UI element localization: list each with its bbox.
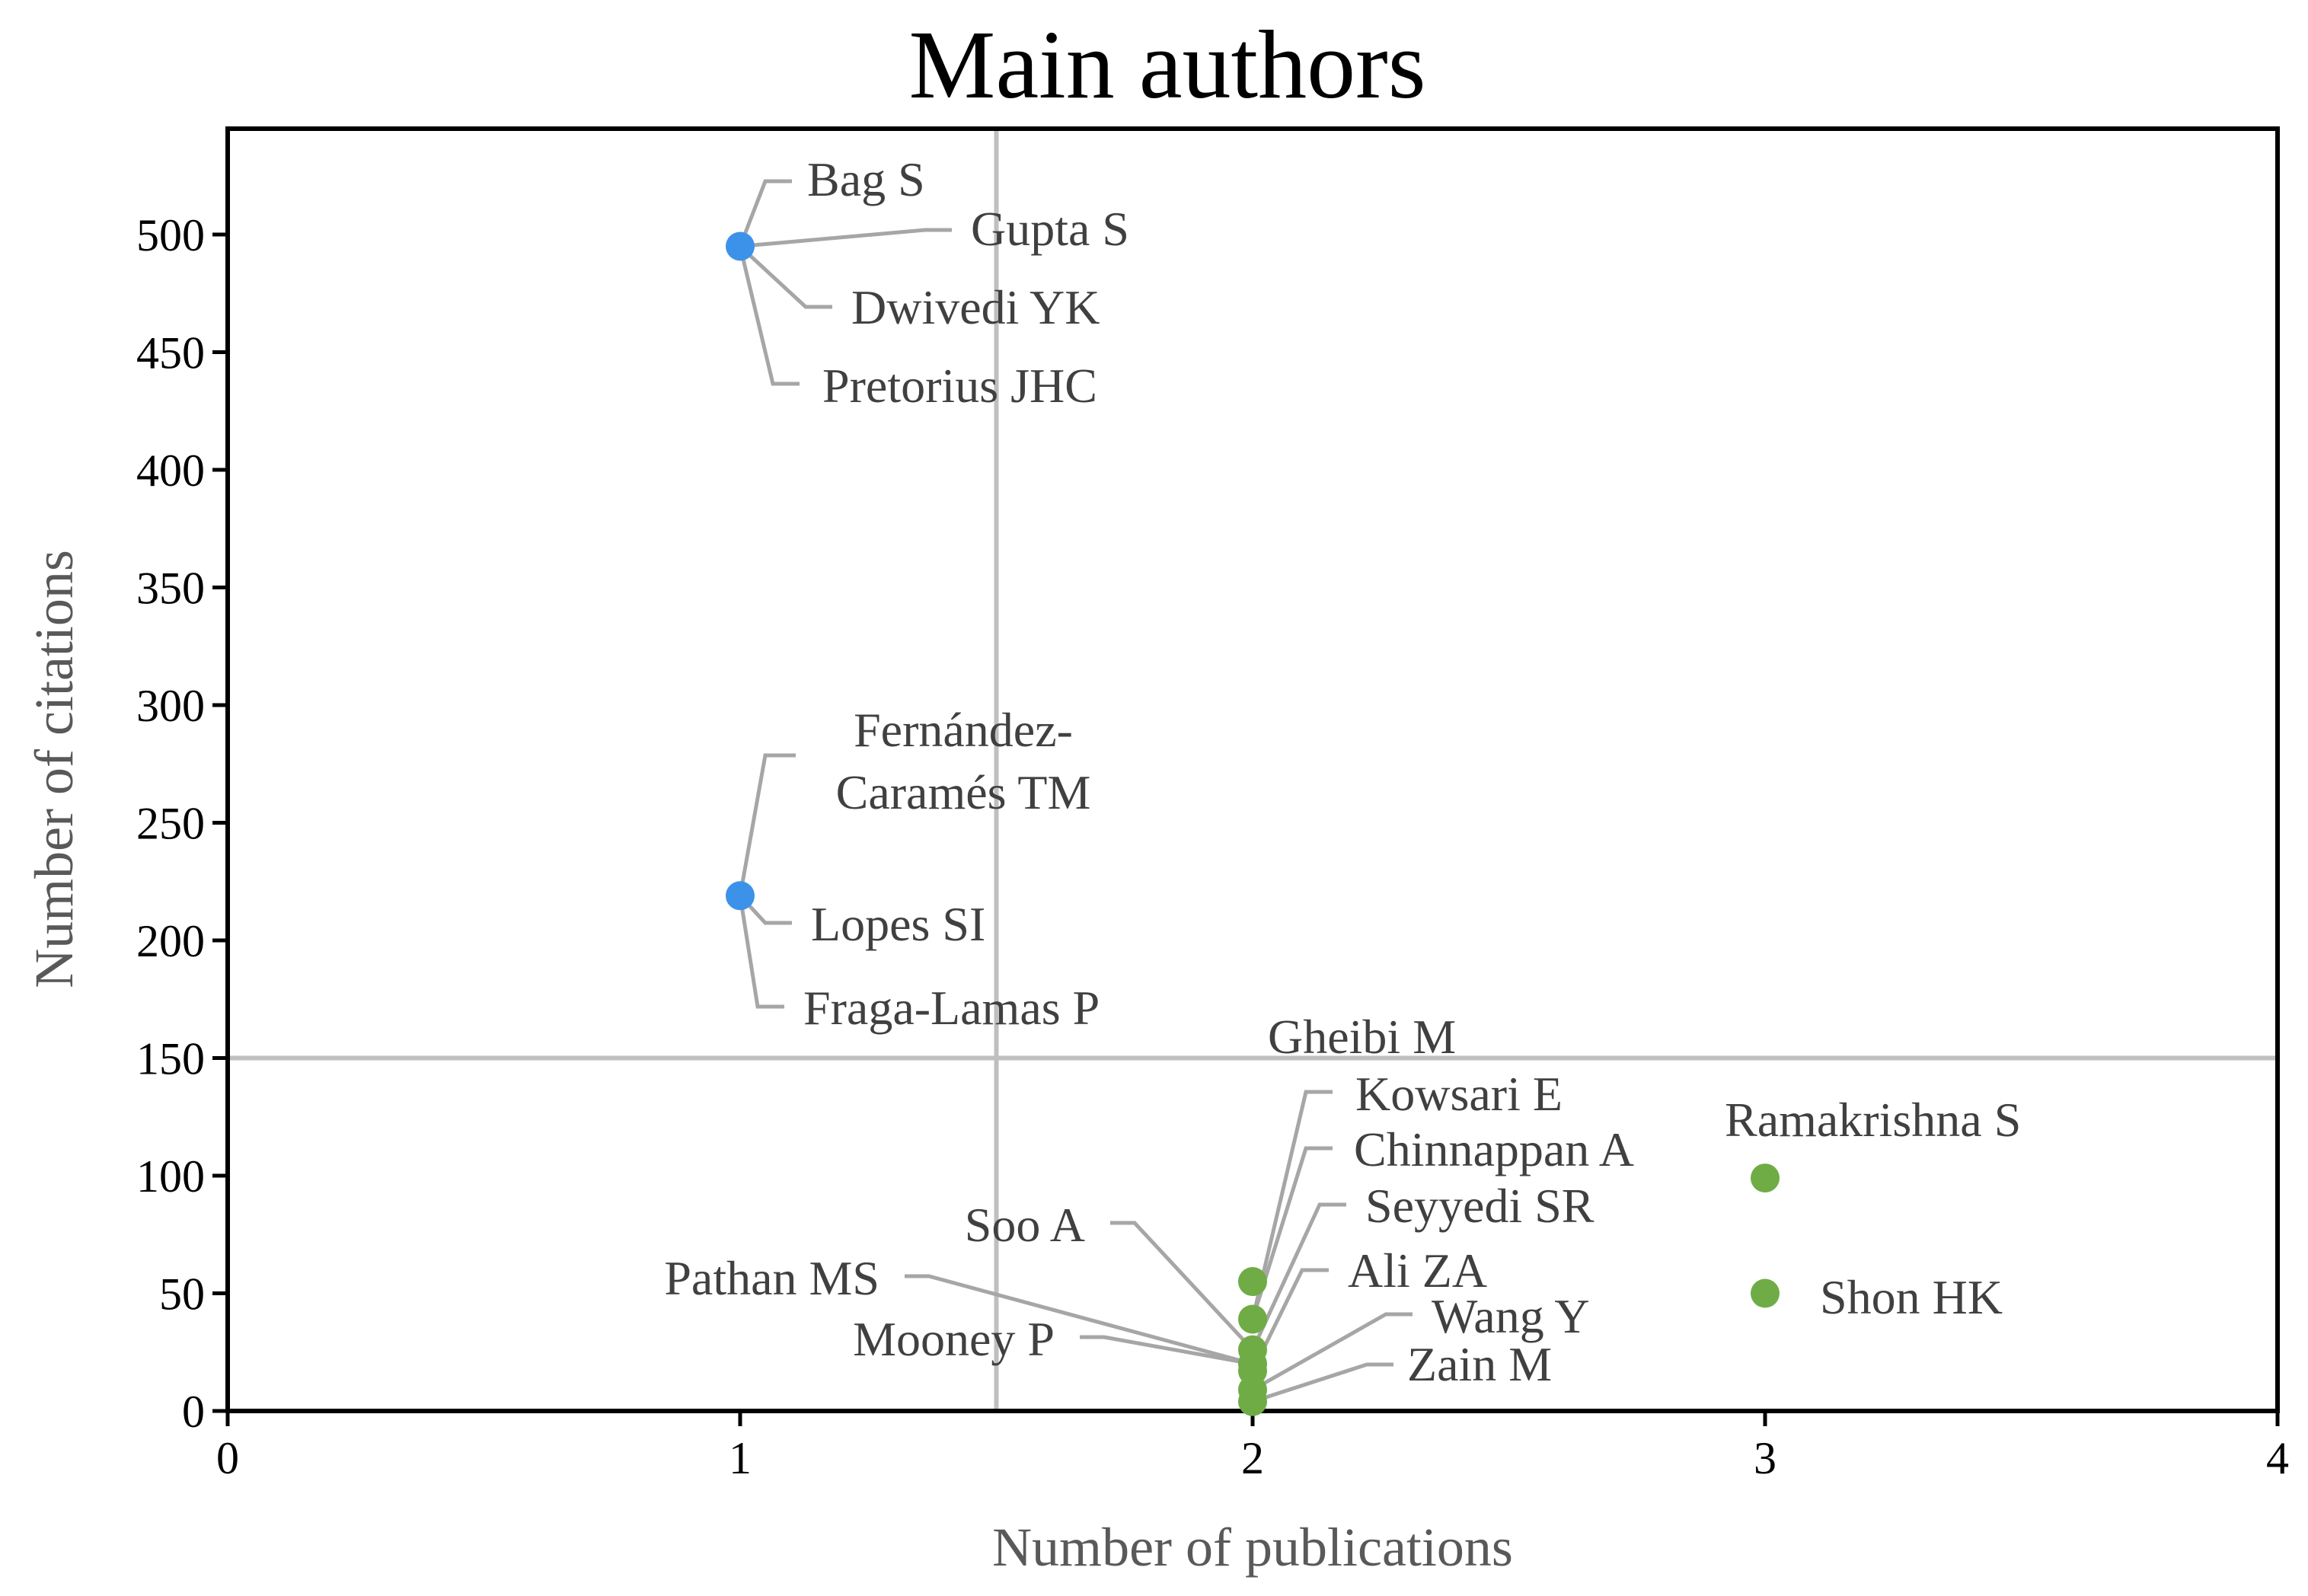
x-tick-label: 1: [729, 1433, 752, 1483]
data-point: [1238, 1267, 1267, 1297]
label-leader-line: [1110, 1221, 1254, 1352]
y-tick-label: 400: [136, 445, 205, 496]
label-leader-line: [1250, 1090, 1333, 1320]
data-point: [1751, 1163, 1780, 1193]
point-label: Pathan MS: [664, 1251, 879, 1305]
label-leader-line: [1252, 1362, 1393, 1404]
x-axis-title: Number of publications: [992, 1517, 1513, 1578]
label-leader-line: [738, 895, 784, 1009]
point-label: Fernández-Caramés TM: [836, 703, 1091, 819]
axis-ticks: 0 50 100 150 200 250 300 350 400 450 500 0 1 2 3 4: [136, 210, 2289, 1483]
label-leader-line: [739, 228, 952, 248]
point-label: Shon HK: [1820, 1270, 2003, 1324]
x-tick-label: 2: [1241, 1433, 1264, 1483]
point-label: Mooney P: [853, 1312, 1055, 1366]
y-tick-label: 250: [136, 799, 205, 849]
y-tick-label: 0: [182, 1387, 205, 1437]
x-tick-label: 3: [1754, 1433, 1776, 1483]
point-label: Seyyedi SR: [1365, 1179, 1595, 1233]
data-point: [726, 231, 755, 261]
point-labels: Bag S Gupta S Dwivedi YK Pretorius JHC Ferná…: [664, 152, 2021, 1391]
label-leader-line: [739, 244, 832, 309]
point-label: Gupta S: [971, 202, 1129, 256]
plot-frame: [225, 126, 2280, 1413]
point-label: Bag S: [807, 152, 925, 206]
label-leaders: [738, 179, 1413, 1404]
point-label: Wang Y: [1432, 1289, 1590, 1343]
point-label: Ali ZA: [1348, 1243, 1487, 1298]
data-points: [726, 231, 1780, 1416]
reference-lines: [228, 129, 2278, 1411]
chart-title: Main authors: [909, 11, 1426, 119]
x-tick-label: 0: [216, 1433, 239, 1483]
point-label: Pretorius JHC: [822, 359, 1097, 413]
y-tick-label: 100: [136, 1151, 205, 1202]
point-label: Fraga-Lamas P: [803, 981, 1100, 1035]
y-tick-label: 50: [159, 1269, 205, 1320]
data-point: [1238, 1387, 1267, 1416]
x-tick-label: 4: [2266, 1433, 2289, 1483]
label-leader-line: [738, 245, 800, 386]
y-tick-label: 500: [136, 210, 205, 260]
label-leader-line: [1250, 1146, 1333, 1320]
label-leader-line: [1251, 1312, 1413, 1392]
point-label: Kowsari E: [1355, 1067, 1563, 1121]
y-tick-label: 300: [136, 681, 205, 731]
y-tick-label: 450: [136, 328, 205, 378]
point-label: Lopes SI: [811, 897, 985, 951]
y-tick-label: 350: [136, 563, 205, 614]
point-label: Ramakrishna S: [1725, 1093, 2021, 1147]
point-label: Chinnappan A: [1354, 1122, 1634, 1176]
data-point: [1238, 1304, 1267, 1334]
y-axis-title: Number of citations: [24, 550, 85, 988]
point-label: Dwivedi YK: [851, 280, 1100, 334]
y-tick-label: 150: [136, 1034, 205, 1084]
data-point: [726, 881, 755, 911]
label-leader-line: [1080, 1335, 1253, 1366]
point-label: Zain M: [1407, 1337, 1552, 1391]
point-label: Soo A: [965, 1198, 1085, 1252]
label-leader-line: [738, 753, 796, 896]
label-leader-line: [738, 179, 792, 247]
label-leader-line: [1250, 1268, 1329, 1372]
y-tick-label: 200: [136, 916, 205, 966]
label-leader-line: [1250, 1202, 1346, 1351]
point-label: Gheibi M: [1268, 1010, 1456, 1064]
data-point: [1751, 1278, 1780, 1308]
label-leader-line: [905, 1274, 1253, 1366]
